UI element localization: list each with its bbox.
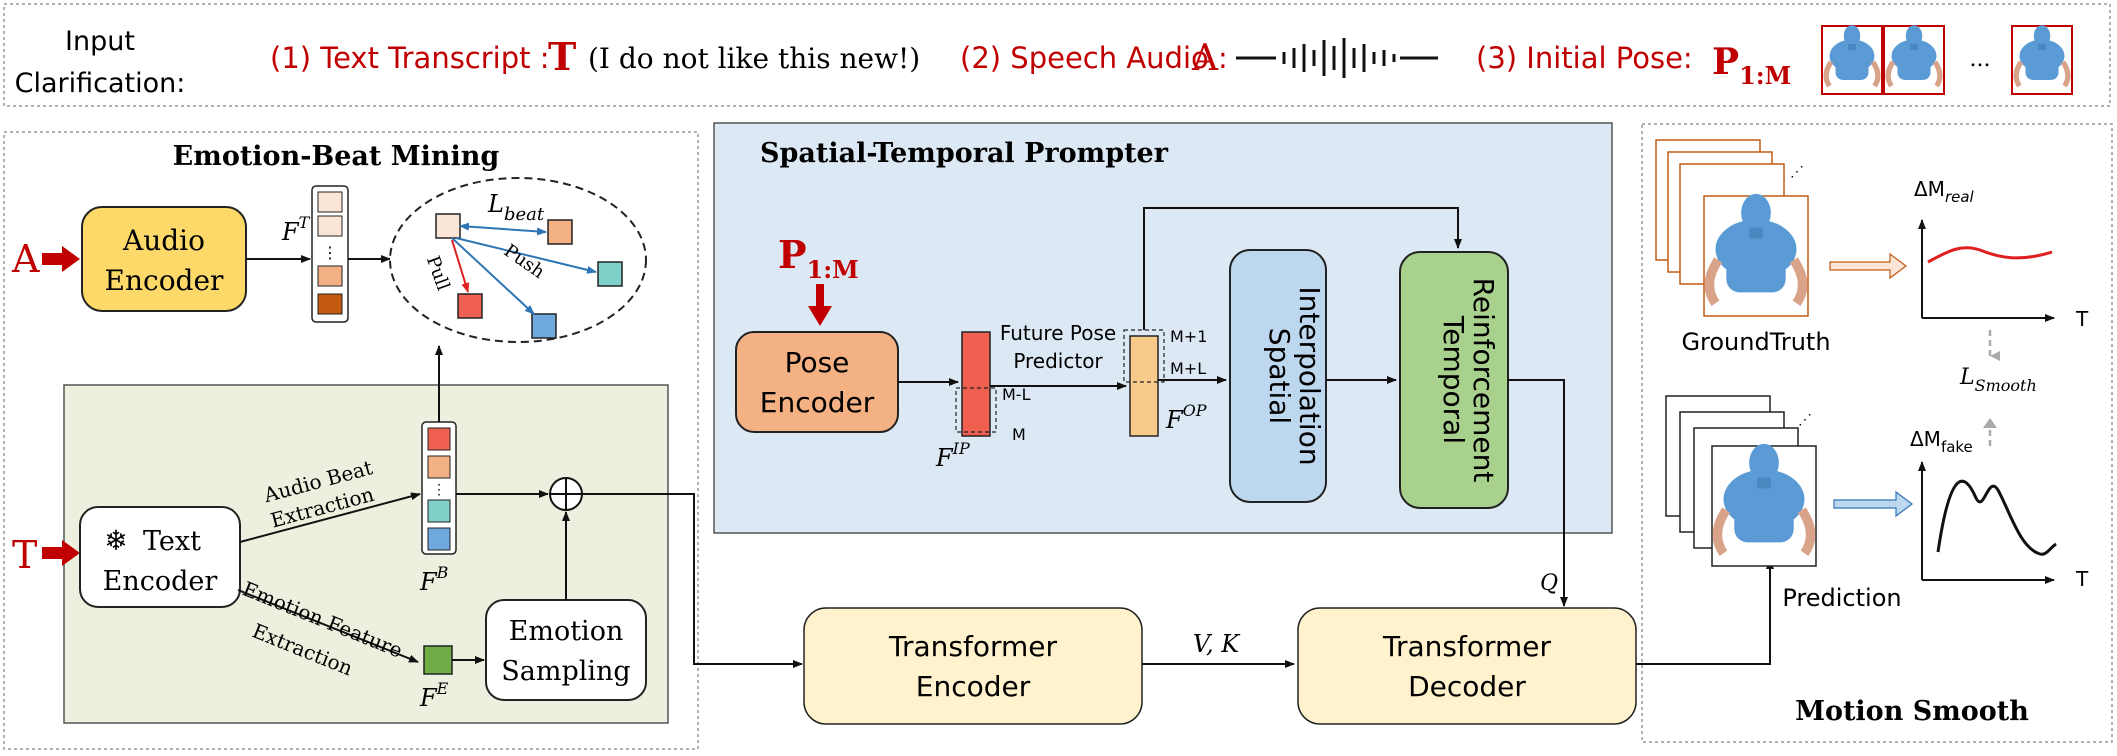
pred-flow-arrow xyxy=(1833,490,1913,518)
pose-input-symbol: P1:M xyxy=(778,232,859,284)
audio-encoder-line2: Encoder xyxy=(105,264,225,297)
input-label-line1: Input xyxy=(65,26,135,57)
text-encoder-line1: Text xyxy=(143,526,201,557)
fe-label: FE xyxy=(419,679,449,712)
audio-input-arrow xyxy=(42,246,80,272)
fop-feature-bar xyxy=(1129,335,1159,437)
ft-feature-stack: ⋮ xyxy=(311,185,349,323)
spatial-line1: Spatial xyxy=(1263,328,1296,424)
pose-ellipsis: ... xyxy=(1970,47,1991,72)
text-encoder-box xyxy=(79,506,241,608)
pose-frame-1 xyxy=(1821,25,1883,95)
transformer-decoder-line2: Decoder xyxy=(1408,670,1526,703)
text-transcript-example: (I do not like this new!) xyxy=(588,42,920,75)
input-label-line2: Clarification: xyxy=(15,68,186,99)
text-encoder-line2: Encoder xyxy=(103,566,218,597)
fip-feature-bar xyxy=(961,331,991,437)
motion-smooth-panel: Motion Smooth ⋰ GroundTruth ΔMreal T LSm… xyxy=(1641,123,2113,743)
initial-pose-label: (3) Initial Pose: xyxy=(1476,41,1693,75)
future-pose-line1: Future Pose xyxy=(1000,321,1116,345)
groundtruth-frames: ⋰ xyxy=(1655,139,1809,317)
groundtruth-label: GroundTruth xyxy=(1681,328,1830,356)
input-clarification-bar: Input Clarification: (1) Text Transcript… xyxy=(3,3,2111,107)
temporal-line1: Temporal xyxy=(1437,315,1470,444)
text-input-symbol: T xyxy=(12,533,37,577)
transformer-decoder-box xyxy=(1297,607,1637,725)
emotion-sampling-line1: Emotion xyxy=(509,616,624,647)
fb-feature-stack: ⋮ xyxy=(421,421,457,555)
spatial-interpolation-box xyxy=(1229,249,1327,503)
emotion-sampling-line2: Sampling xyxy=(501,656,630,687)
speech-audio-label: (2) Speech Audio : xyxy=(960,41,1228,75)
snowflake-icon: ❄ xyxy=(104,524,127,557)
transformer-encoder-line1: Transformer xyxy=(888,630,1058,663)
speech-audio-symbol: A xyxy=(1191,38,1219,79)
transformer-encoder-box xyxy=(803,607,1143,725)
ft-label: FT xyxy=(281,213,311,246)
m-label: M xyxy=(1012,425,1026,444)
prompter-title: Spatial-Temporal Prompter xyxy=(760,138,1169,169)
prediction-label: Prediction xyxy=(1782,584,1901,612)
t-axis-real: T xyxy=(2075,307,2089,331)
m-plus-l-label: M+L xyxy=(1170,359,1206,378)
fip-label: FIP xyxy=(935,439,970,472)
transformer-blocks: Transformer Encoder V, K Transformer Dec… xyxy=(803,559,1774,725)
spatial-temporal-prompter-panel: Spatial-Temporal Prompter P1:M Pose Enco… xyxy=(713,122,1613,607)
transformer-encoder-line2: Encoder xyxy=(916,670,1031,703)
gt-flow-arrow xyxy=(1829,252,1907,280)
svg-text:⋰: ⋰ xyxy=(1790,164,1804,180)
pose-input-arrow xyxy=(808,284,832,326)
spatial-line2: Interpolation xyxy=(1293,286,1326,465)
waveform-icon xyxy=(1236,38,1438,78)
emotion-beat-title: Emotion-Beat Mining xyxy=(173,141,500,172)
fb-label: FB xyxy=(419,563,449,596)
pose-frame-m xyxy=(2011,25,2073,95)
svg-text:⋮: ⋮ xyxy=(432,482,446,498)
audio-input-symbol: A xyxy=(11,237,40,281)
pose-encoder-line2: Encoder xyxy=(760,386,875,419)
real-motion-chart xyxy=(1918,219,2055,322)
text-transcript-symbol: T xyxy=(548,34,576,79)
emotion-beat-mining-panel: Emotion-Beat Mining A Audio Encoder FT ⋮ xyxy=(3,131,803,750)
motion-smooth-title: Motion Smooth xyxy=(1795,696,2029,727)
text-transcript-label: (1) Text Transcript : xyxy=(270,41,550,75)
l-beat-label: Lbeat xyxy=(487,190,545,225)
t-axis-fake: T xyxy=(2075,567,2089,591)
m-plus-1-label: M+1 xyxy=(1170,327,1207,346)
dm-real-label: ΔMreal xyxy=(1914,177,1975,206)
pose-encoder-line1: Pose xyxy=(785,346,850,379)
q-label: Q xyxy=(1540,571,1558,596)
initial-pose-symbol: P1:M xyxy=(1712,41,1791,90)
svg-text:⋰: ⋰ xyxy=(1798,412,1812,428)
vk-label: V, K xyxy=(1193,630,1241,658)
fop-label: FOP xyxy=(1165,401,1207,434)
audio-encoder-line1: Audio xyxy=(122,224,205,257)
m-minus-l-label: M-L xyxy=(1002,385,1031,404)
fe-feature-box xyxy=(423,645,453,675)
future-pose-line2: Predictor xyxy=(1013,349,1103,373)
prediction-frames: ⋰ xyxy=(1665,395,1817,567)
text-input-arrow xyxy=(42,540,80,566)
temporal-line2: Reinforcement xyxy=(1467,278,1500,483)
l-smooth-label: LSmooth xyxy=(1959,365,2037,395)
fake-motion-chart xyxy=(1918,461,2057,584)
dm-fake-label: ΔMfake xyxy=(1910,427,1973,456)
pose-frame-2 xyxy=(1883,25,1945,95)
svg-text:⋮: ⋮ xyxy=(322,243,338,262)
transformer-decoder-line1: Transformer xyxy=(1382,630,1552,663)
